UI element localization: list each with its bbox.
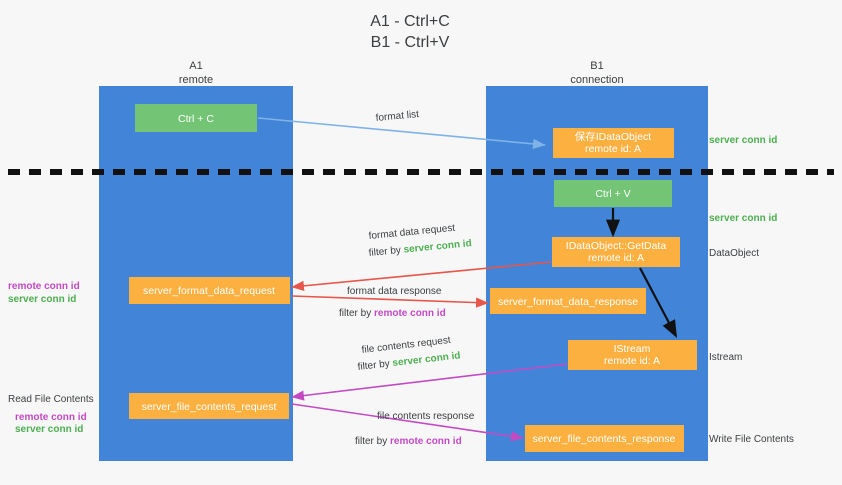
node-store-dataobject-line1: 保存IDataObject [575,130,652,143]
filter-value-4: remote conn id [390,436,462,447]
right-note-server-conn-id-2: server conn id [709,213,777,224]
node-ctrl-c[interactable] [135,104,257,132]
edge-label-format-list: format list [375,109,419,124]
node-istream-line1: IStream [614,343,651,355]
filter-value-2: remote conn id [374,308,446,319]
edge-label-format-data-response-filter: filter by remote conn id [339,308,446,319]
node-ctrl-c-label: Ctrl + C [178,113,214,125]
node-server-file-contents-response[interactable] [525,425,684,452]
title-line-1: A1 - Ctrl+C [370,13,450,30]
node-server-file-contents-response-label: server_file_contents_response [532,433,675,445]
arrow-format-list [257,117,546,149]
right-note-server-conn-id-1: server conn id [709,135,777,146]
right-note-dataobject: DataObject [709,248,759,259]
column-header-a1-sub: remote [179,74,213,86]
node-ctrl-v[interactable] [554,180,672,207]
column-header-b1-sub: connection [570,74,623,86]
node-server-file-contents-request-label: server_file_contents_request [142,401,277,413]
arrow-file-contents-response [291,403,524,442]
column-header-b1-name: B1 [590,60,603,72]
left-note-remote-conn-id-2: remote conn id [15,412,87,423]
right-note-write-file-contents: Write File Contents [709,434,794,445]
node-istream[interactable] [568,340,697,370]
filter-prefix-2: filter by [339,308,374,319]
edge-label-file-contents-response: file contents response [377,411,475,422]
node-server-format-data-response-label: server_format_data_response [498,296,638,308]
edge-label-file-contents-response-filter: filter by remote conn id [355,436,462,447]
filter-prefix-3: filter by [357,358,393,373]
left-note-server-conn-id-1: server conn id [8,294,76,305]
arrow-getdata-to-istream [639,267,678,338]
node-server-format-data-response[interactable] [490,288,646,314]
node-istream-line2: remote id: A [604,355,660,367]
node-store-dataobject[interactable] [553,128,674,158]
node-server-file-contents-request[interactable] [129,393,289,419]
edge-label-format-data-response: format data response [347,286,442,297]
left-note-server-conn-id-2: server conn id [15,424,83,435]
node-getdata[interactable] [552,237,680,267]
node-server-format-data-request-label: server_format_data_request [143,285,275,297]
right-note-istream: Istream [709,352,742,363]
left-note-read-file-contents: Read File Contents [8,394,94,405]
node-getdata-line2: remote id: A [588,252,644,264]
node-store-dataobject-line2: remote id: A [585,143,641,155]
arrow-format-data-request [291,261,552,291]
filter-prefix-1: filter by [368,245,404,259]
column-header-a1-name: A1 [189,60,202,72]
title-line-2: B1 - Ctrl+V [371,34,450,51]
node-server-format-data-request[interactable] [129,277,290,304]
left-note-remote-conn-id-1: remote conn id [8,281,80,292]
arrow-format-data-response [291,295,489,308]
arrow-file-contents-request [291,363,568,401]
node-ctrl-v-label: Ctrl + V [595,188,630,200]
filter-prefix-4: filter by [355,436,390,447]
node-getdata-line1: IDataObject::GetData [566,240,667,252]
